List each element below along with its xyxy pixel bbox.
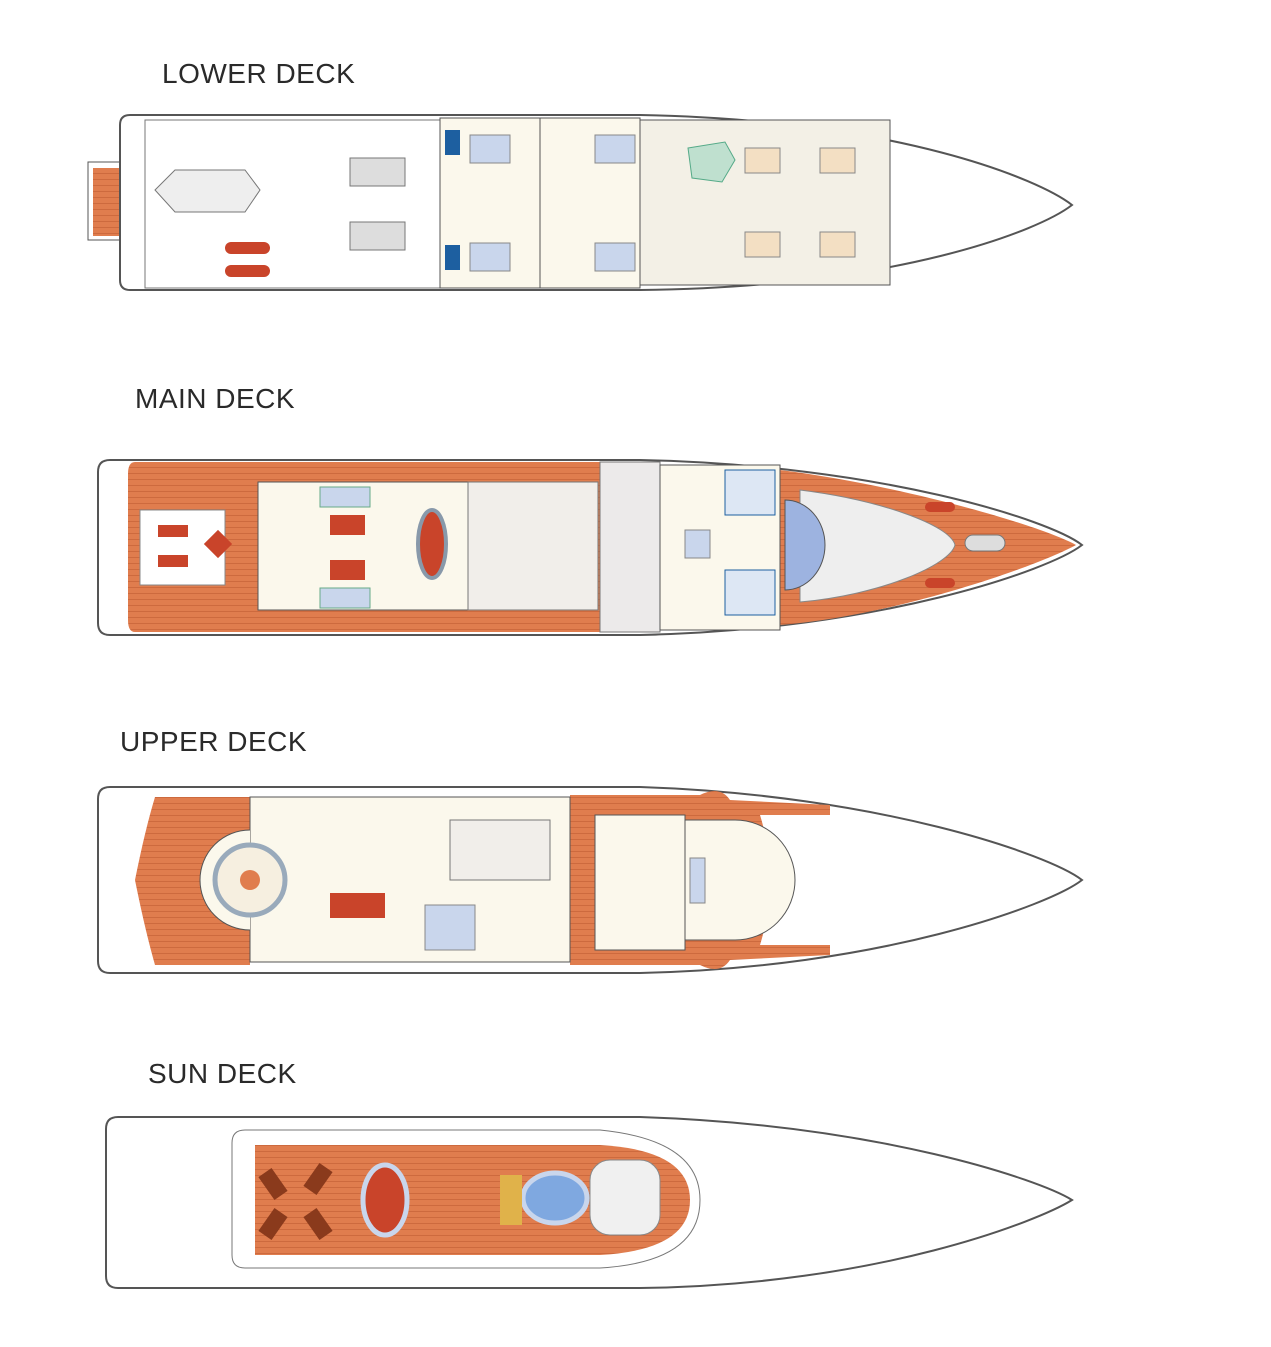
jacuzzi — [520, 1170, 590, 1226]
sun-dining-table — [360, 1162, 410, 1238]
sun-deck-teak — [255, 1145, 690, 1255]
jetski — [225, 242, 270, 254]
card-table — [330, 893, 385, 918]
dining-table — [416, 508, 448, 580]
wheelhouse — [684, 819, 796, 941]
sun-deck-plan — [105, 1116, 1074, 1289]
main-deck-plan — [97, 459, 1084, 636]
sunpads — [589, 1159, 661, 1236]
sun-deck-label: SUN DECK — [148, 1058, 297, 1089]
captain-cabin — [594, 814, 686, 951]
lower-deck-plan — [87, 114, 1074, 291]
lobby-stairs — [467, 481, 599, 611]
crew-area — [639, 119, 891, 286]
upper-deck-plan — [97, 786, 1084, 974]
lower-deck-label: LOWER DECK — [162, 58, 356, 89]
main-deck-label: MAIN DECK — [135, 383, 296, 414]
jetski — [225, 265, 270, 277]
upper-deck-label: UPPER DECK — [120, 726, 308, 757]
tender — [154, 169, 261, 213]
crew-mess — [687, 141, 736, 183]
galley — [599, 461, 661, 633]
